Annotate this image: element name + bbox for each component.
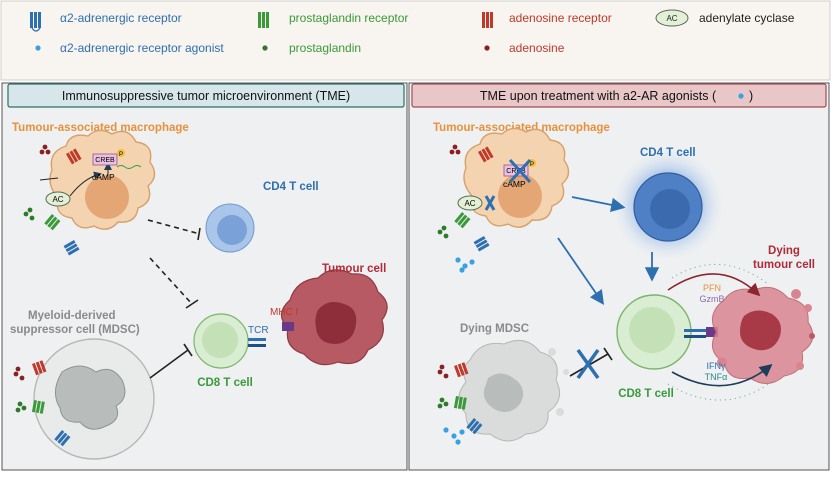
left-mdsc-line2: suppressor cell (MDSC) (10, 324, 140, 336)
left-mdsc-line1: Myeloid-derived (28, 310, 116, 322)
a2-agonist-icon (35, 45, 41, 51)
right-creb: CREB (506, 168, 526, 175)
left-mdsc-prostaglandin-receptor (31, 400, 45, 414)
right-panel: TME upon treatment with a2-AR agonists (… (408, 82, 830, 471)
left-creb: CREB (95, 157, 115, 164)
left-cd8-label: CD8 T cell (197, 377, 253, 389)
right-header-box (411, 83, 827, 108)
left-tumour-label: Tumour cell (322, 263, 386, 275)
left-camp: cAMP (92, 172, 115, 182)
left-inhibit-cd8 (149, 257, 193, 305)
left-mhc (282, 322, 294, 331)
left-header: Immunosuppressive tumor microenvironment… (62, 89, 350, 103)
left-macrophage-title: Tumour-associated macrophage (12, 122, 189, 134)
prostaglandin-receptor-icon (258, 12, 269, 28)
right-camp: cAMP (503, 179, 526, 189)
left-cd8-cell (193, 313, 249, 369)
right-dying-tumour-line2: tumour cell (753, 259, 815, 271)
left-mdsc-adenosine-receptor (32, 360, 47, 376)
right-cd4-label: CD4 T cell (640, 147, 696, 159)
legend-a2-receptor: α2-adrenergic receptor (60, 11, 182, 25)
legend-adenylate-cyclase: adenylate cyclase (699, 11, 795, 25)
left-tumour-cell (280, 269, 388, 366)
right-ac-label: AC (464, 199, 475, 208)
legend-a2-agonist: α2-adrenergic receptor agonist (60, 41, 224, 55)
right-macrophage-title: Tumour-associated macrophage (433, 122, 610, 134)
right-arrow-macro-cd4 (571, 196, 626, 212)
left-panel: Immunosuppressive tumor microenvironment… (1, 82, 408, 471)
legend-ac-abbrev: AC (666, 14, 677, 23)
right-arrow-macro-cd8 (557, 237, 605, 305)
legend-adenosine-receptor: adenosine receptor (509, 11, 612, 25)
left-creb-box (92, 153, 118, 166)
right-macrophage: AC cAMP CREB P (437, 127, 570, 273)
right-dying-tumour-cell (711, 286, 815, 384)
right-header-end: ) (749, 89, 753, 103)
right-arrow-cd8-tumour-bottom (671, 363, 773, 387)
left-a2-receptor (63, 240, 80, 256)
right-ac (457, 195, 483, 211)
right-ifn: IFNγ (707, 361, 726, 371)
right-dying-mdsc-cell (437, 339, 569, 445)
adenosine-icon (484, 45, 490, 51)
left-cd4-label: CD4 T cell (263, 181, 319, 193)
legend-prostaglandin: prostaglandin (289, 41, 361, 55)
right-pfn: PFN (703, 283, 721, 293)
left-header-box (7, 83, 405, 108)
left-mdsc-a2-receptor (54, 430, 71, 447)
right-gzmb: GzmB (699, 294, 724, 304)
header-agonist-icon (738, 93, 744, 99)
left-ac (45, 191, 71, 207)
left-cd4-cell (205, 203, 255, 253)
right-cd8-label: CD8 T cell (618, 388, 674, 400)
left-mdsc-cell (13, 338, 155, 460)
adenosine-receptor-icon (482, 12, 493, 28)
left-macrophage: AC cAMP CREB P (23, 129, 156, 256)
left-adenosine-receptor (66, 148, 82, 165)
right-dying-mdsc-label: Dying MDSC (460, 323, 529, 335)
legend-prostaglandin-receptor: prostaglandin receptor (289, 11, 408, 25)
right-cd4-cell (613, 150, 723, 260)
right-header: TME upon treatment with a2-AR agonists ( (480, 89, 717, 103)
right-arrow-cd8-tumour-top (667, 273, 761, 297)
adenylate-cyclase-icon (655, 9, 689, 27)
left-p: P (119, 152, 123, 158)
left-mhc-label: MHC I (270, 307, 298, 318)
legend-adenosine: adenosine (509, 41, 565, 55)
left-prostaglandin-receptor (44, 214, 61, 231)
left-tcr-label: TCR (248, 325, 269, 336)
right-cd8-cell (616, 294, 692, 370)
a2-receptor-icon (30, 12, 41, 32)
right-tnf: TNFα (705, 372, 728, 382)
left-tcr (248, 338, 266, 341)
left-ac-label: AC (52, 195, 63, 204)
left-inhibit-mdsc (149, 349, 189, 379)
right-p: P (530, 162, 534, 168)
legend: α2-adrenergic receptor α2-adrenergic rec… (0, 0, 831, 81)
right-dying-tumour-line1: Dying (768, 245, 800, 257)
prostaglandin-icon (262, 45, 268, 51)
